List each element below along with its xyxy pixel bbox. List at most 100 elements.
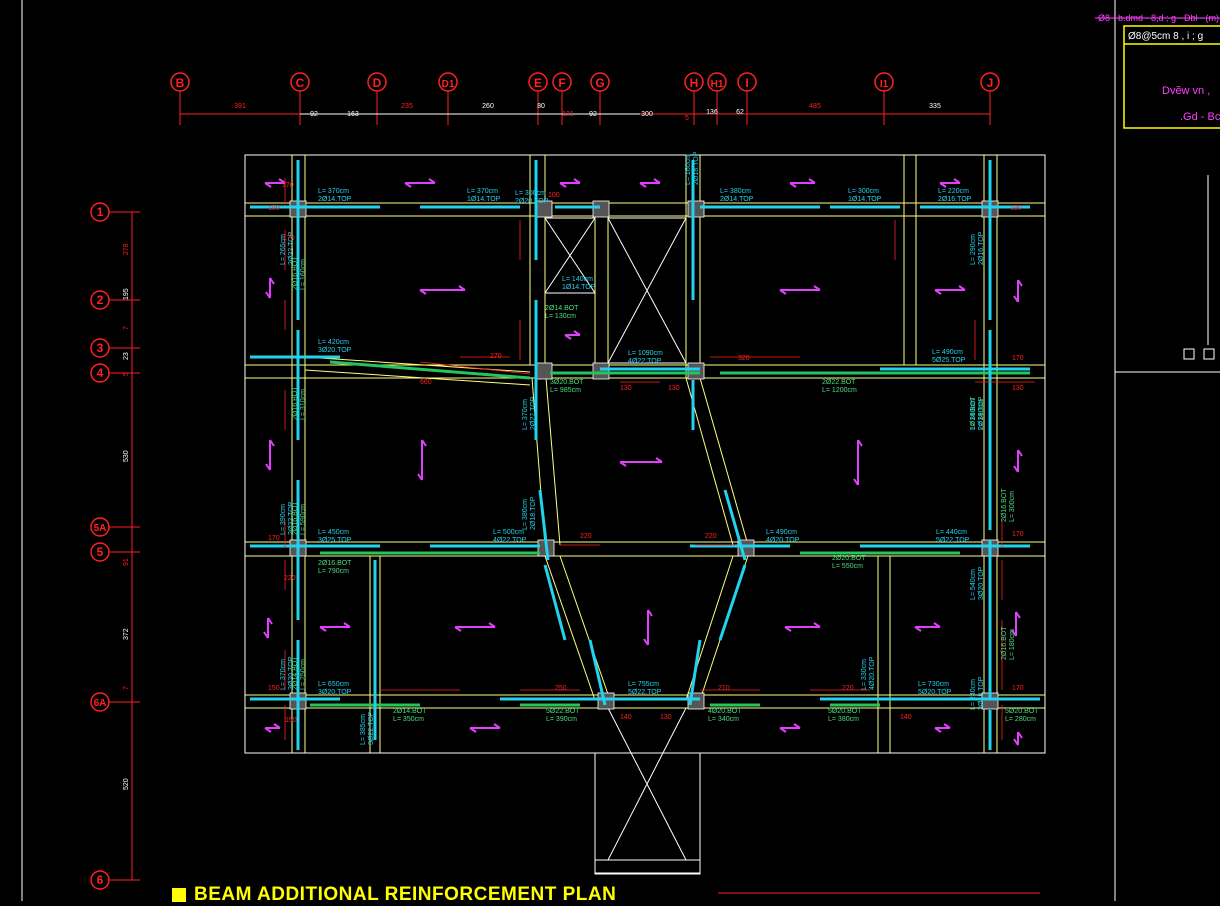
slab-arrow-head [573,178,581,184]
slab-arrow-head [564,334,572,340]
dimension-text: 170 [268,535,280,542]
slab-arrow-head [278,178,286,184]
grid-label-6: 6 [97,873,104,887]
corner-title-block: Ø8 - b.dmd - 8,d ; g - Dbl - (m) Ø8@5cm … [1095,13,1220,360]
rebar-label-line: L= 340cm [708,716,739,723]
column-hatch [592,362,610,380]
vertical-rebar [543,564,567,641]
rebar-label-line: L= 1090cm [628,350,663,357]
slab-arrow-head [493,723,501,729]
grid-label-5A: 5A [94,523,107,534]
slab-arrow-head [1017,449,1023,457]
slab-arrow-head [419,289,427,295]
dimension-text: 150 [268,685,280,692]
rebar-label-line: 4Ø22.TOP [628,358,662,365]
rebar-label-line: L= 490cm [766,529,797,536]
slab-arrow-head [343,622,351,628]
grid-label-B: B [176,76,185,90]
stair-box-bottom [594,752,701,874]
rebar-label-line: L= 985cm [550,387,581,394]
rebar-label-line: 5Ø20.BOT [828,708,862,715]
dimension-text: 150 [268,205,280,212]
slab-arrow-head [779,727,787,733]
bottom-rebar [329,360,531,380]
slab-arrow-head [655,457,663,463]
slab-arrow-head [421,439,427,447]
column-dimension: 92 [589,111,597,118]
rebar-label-line: L= 390cm [970,399,977,430]
vertical-rebar [538,489,550,561]
column-dimension: 235 [401,103,413,110]
slab-arrow-head [1015,611,1021,619]
slab-arrow-head [813,622,821,628]
row-dimension: 530 [123,450,130,462]
rebar-label-line: L= 240cm [970,679,977,710]
slab-arrow-head [934,289,942,295]
rebar-label-line: L= 180cm [1009,629,1016,660]
corner-note-2: Ø8@5cm 8 , i ; g [1128,31,1203,42]
rebar-label-line: 4Ø20.TOP [766,537,800,544]
rebar-label-line: 3Ø20.TOP [318,347,352,354]
grid-label-D: D [373,76,382,90]
building-frame [244,154,1046,875]
column-dimension: 92 [310,111,318,118]
slab-arrow-head [269,277,275,285]
rebar-label-line: L= 140cm [562,276,593,283]
rebar-label-line: 2Ø16.TOP [938,196,972,203]
rebar-label-line: L= 380cm [828,716,859,723]
rebar-label-line: L= 330cm [861,659,868,690]
slab-arrow-head [653,178,661,184]
void-cross [544,217,596,294]
slab-arrow-head [958,285,966,291]
corner-note-1: Ø8 - b.dmd - 8,d ; g - Dbl - (m) [1098,13,1219,23]
rebar-label-line: 1Ø14.TOP [467,196,501,203]
grid-label-F: F [558,76,565,90]
column-hatch [535,362,553,380]
rebar-label-line: L= 370cm [467,188,498,195]
beam-edge-inclined [559,555,611,701]
rebar-label-line: 5Ø20.TOP [918,689,952,696]
slab-arrow-head [469,727,477,733]
rebar-label-line: 2Ø14.TOP [720,196,754,203]
rebar-label-line: L= 1200cm [822,387,857,394]
slab-arrow-head [269,439,275,447]
row-dimension: 7 [123,686,130,690]
slab-arrow-head [264,727,272,733]
rebar-label-line: L= 790cm [318,568,349,575]
slab-arrow-head [458,285,466,291]
dimension-mark [419,361,531,375]
slab-arrow-head [319,626,327,632]
rebar-label-line: L= 730cm [918,681,949,688]
row-dimension: 195 [123,288,130,300]
dimension-text: 130 [620,385,632,392]
dimension-text: 220 [580,533,592,540]
slab-arrow-head [639,182,647,188]
rebar-label-line: 2Ø20.BOT [832,555,866,562]
row-dimension: 372 [123,628,130,640]
dimension-text: 130 [1012,385,1024,392]
slab-arrow-head [779,289,787,295]
title-marker-icon [172,888,186,902]
rebar-label-line: L= 590cm [300,504,307,535]
rebar-label-line: 5Ø25.TOP [932,357,966,364]
slab-arrow-head [857,439,863,447]
